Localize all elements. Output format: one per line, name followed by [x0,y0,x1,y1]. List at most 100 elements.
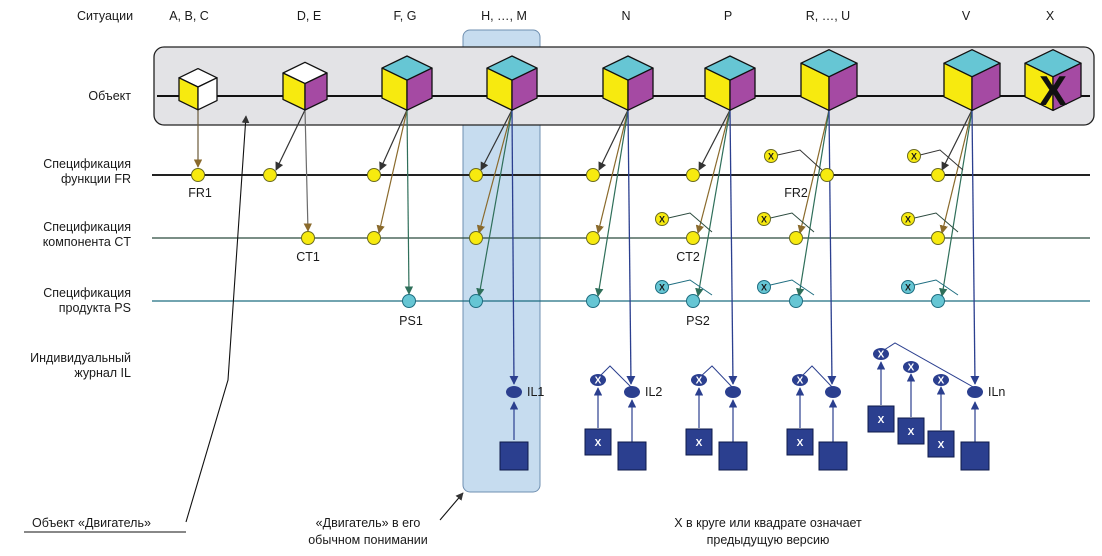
object-cube [178,67,218,111]
il-node [967,386,983,398]
cube-right-face [197,77,218,111]
situation-label: H, …, M [481,9,527,23]
object-cube [282,61,328,111]
il-previous-node [933,374,949,386]
fr-node [191,168,205,182]
situation-label: P [724,9,732,23]
physical-item [617,441,647,471]
situation-label: F, G [394,9,417,23]
cube-right-face [971,62,1001,112]
ct-node [469,231,483,245]
ct-previous-node [901,212,915,226]
physical-previous-x: X [696,438,703,449]
node-label-ps1: PS1 [399,314,423,328]
physical-previous-item [685,428,713,456]
node-label-ps2: PS2 [686,314,710,328]
physical-item [718,441,748,471]
object-cube: X [1024,49,1082,114]
situation-label: R, …, U [806,9,850,23]
physical-previous-item [897,417,925,445]
situation-label: X [1046,9,1055,23]
situation-label: A, B, C [169,9,209,23]
il-previous-versions: X X X X X X [590,348,949,387]
il-previous-x: X [938,376,945,387]
cube-right-face [1052,62,1082,112]
fr-node [820,168,834,182]
footnote-engine-object-text: Объект «Двигатель» [32,516,151,530]
ps-node [402,294,416,308]
fr-previous-node [764,149,778,163]
il-previous-x: X [878,350,885,361]
ps-previous-versions: X X X [655,280,915,294]
fr-node [931,168,945,182]
il-previous-node [691,374,707,386]
ps-previous-node [757,280,771,294]
node-label-il2: IL2 [645,385,662,399]
il-previous-node [792,374,808,386]
node-label-iln: ILn [988,385,1005,399]
il-nodes [506,386,983,398]
object-cube [943,49,1001,112]
object-cubes: X [178,49,1082,114]
ps-previous-x: X [905,283,911,293]
node-label-ct1: CT1 [296,250,320,264]
ps-previous-x: X [659,283,665,293]
cube-right-face [729,67,756,111]
physical-previous-item [927,430,955,458]
ps-node [686,294,700,308]
ct-nodes [301,231,945,245]
physical-previous-x: X [938,440,945,451]
fr-previous-node [907,149,921,163]
node-label-fr1: FR1 [188,186,212,200]
fr-node [469,168,483,182]
fr-node [586,168,600,182]
ct-node [789,231,803,245]
il-previous-node [873,348,889,360]
il-previous-node [903,361,919,373]
fr-node [686,168,700,182]
cube-obsolete-x: X [1039,67,1067,114]
connectors [185,109,980,523]
physical-item [499,441,529,471]
ps-node [931,294,945,308]
cube-right-face [304,72,328,111]
ct-previous-versions: X X X [655,212,915,226]
situation-label: N [621,9,630,23]
ct-previous-x: X [761,215,767,225]
cube-right-face [627,67,654,111]
il-previous-x: X [696,376,703,387]
physical-item [960,441,990,471]
object-cube [800,49,858,112]
ps-previous-node [901,280,915,294]
fr-node [367,168,381,182]
fr-node [263,168,277,182]
physical-previous-item [584,428,612,456]
ct-node [301,231,315,245]
ct-node [586,231,600,245]
il-previous-x: X [797,376,804,387]
cube-right-face [511,67,538,111]
ps-node [789,294,803,308]
footnote-engine-object: Объект «Двигатель» [24,516,186,533]
header-label: Ситуации [77,9,133,23]
il-previous-node [590,374,606,386]
fr-previous-versions: X X [764,149,921,163]
ps-node [469,294,483,308]
cube-right-face [828,62,858,112]
physical-previous-item [867,405,895,433]
object-cube [704,55,756,111]
physical-previous-x: X [878,415,885,426]
ct-node [367,231,381,245]
physical-previous-x: X [797,438,804,449]
physical-previous-item [786,428,814,456]
row-label-object: Объект [88,89,131,103]
fr-nodes [191,168,945,182]
ps-previous-x: X [761,283,767,293]
